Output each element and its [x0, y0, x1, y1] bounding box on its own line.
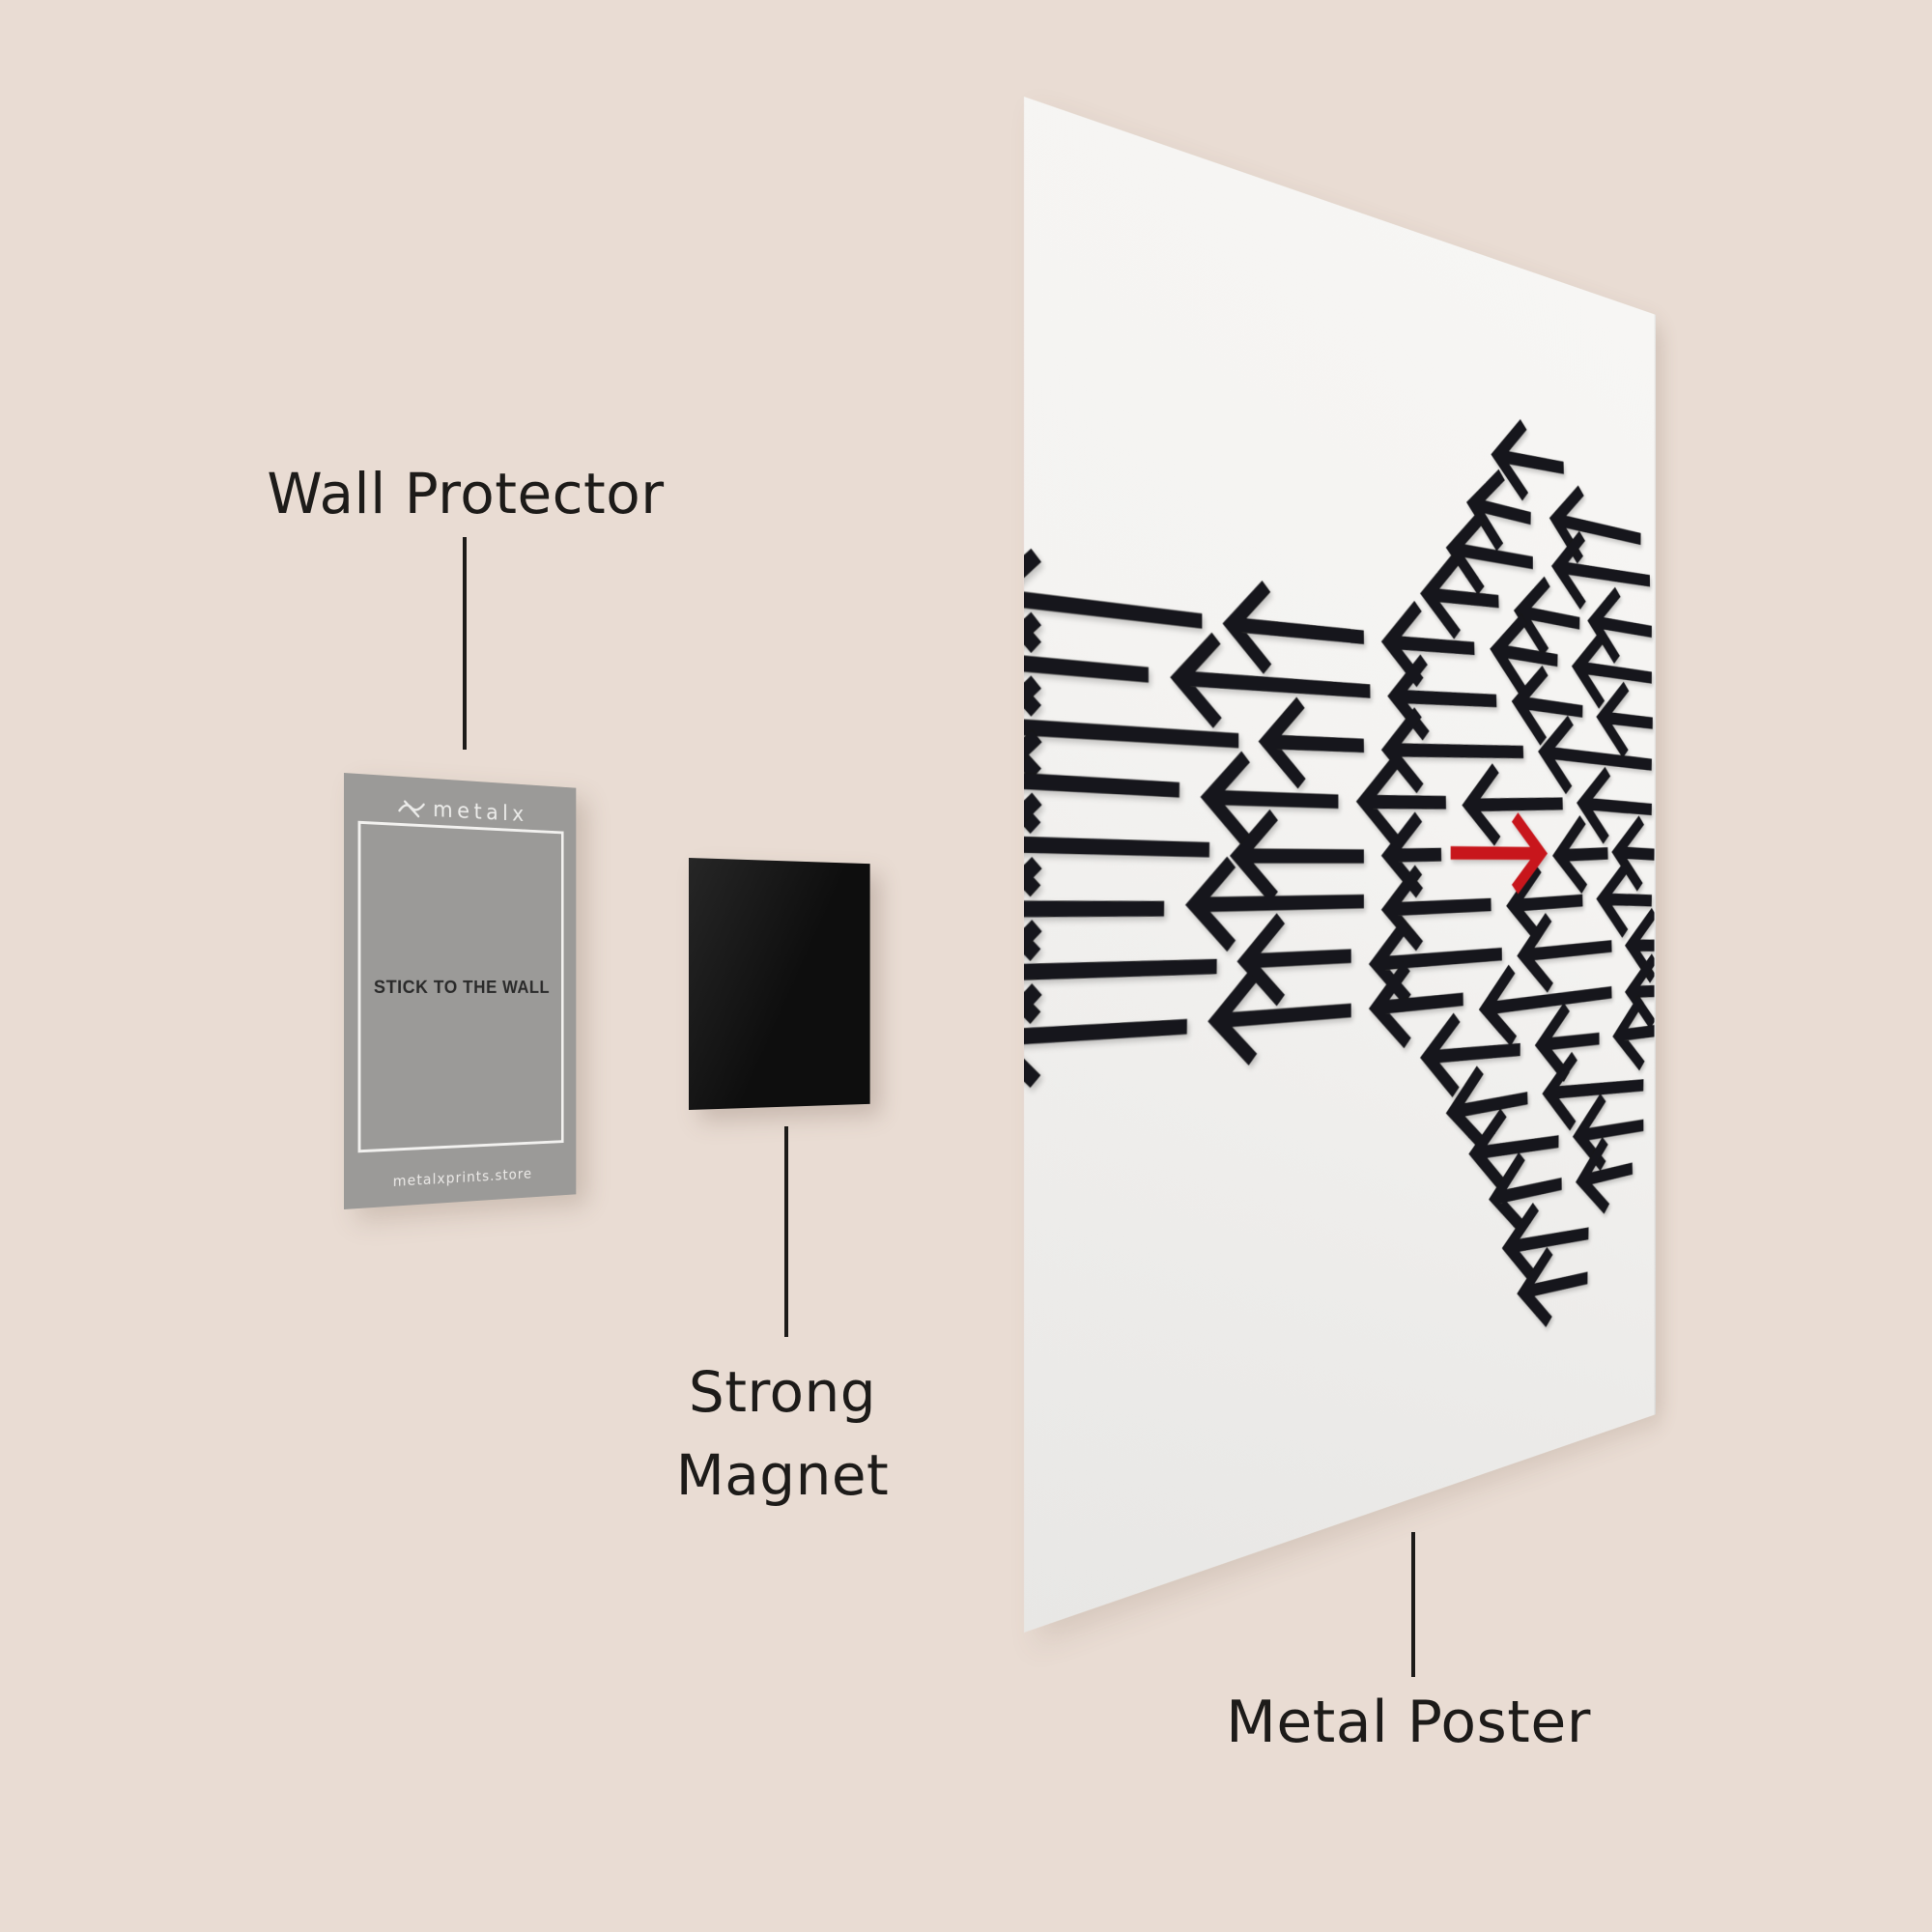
strong-magnet-label-line2: Magnet: [675, 1442, 890, 1508]
strong-magnet-label: Strong Magnet: [493, 1350, 1072, 1517]
strong-magnet-label-line1: Strong: [688, 1359, 877, 1425]
black-left-arrow: [1024, 678, 1238, 782]
black-left-arrow: [1024, 732, 1180, 833]
black-left-arrow: [1230, 582, 1365, 676]
card-footer-text: metalxprints.store: [392, 1165, 533, 1190]
black-left-arrow: [1521, 1243, 1587, 1328]
black-left-arrow: [1471, 467, 1531, 554]
black-left-arrow: [1024, 549, 1202, 664]
black-left-arrow: [1452, 511, 1533, 599]
black-left-arrow: [1208, 754, 1338, 841]
black-left-arrow: [1024, 797, 1210, 893]
black-left-arrow: [1577, 1092, 1643, 1171]
metal-poster: [1024, 97, 1657, 1633]
arrow-pattern-group: [1024, 286, 1655, 1474]
black-left-arrow: [1601, 683, 1653, 756]
black-left-arrow: [1506, 1199, 1589, 1284]
black-left-arrow: [1495, 418, 1564, 502]
black-left-arrow: [1521, 912, 1612, 991]
wall-protector-label: Wall Protector: [176, 452, 755, 535]
black-left-arrow: [1244, 917, 1351, 1004]
black-left-arrow: [1024, 924, 1217, 1020]
black-left-arrow: [1386, 603, 1475, 685]
strong-magnet: [689, 858, 870, 1110]
metal-poster-label-text: Metal Poster: [1226, 1689, 1591, 1756]
black-left-arrow: [1264, 700, 1364, 785]
card-brand-name: metalx: [433, 797, 528, 827]
black-left-arrow: [1237, 814, 1364, 898]
black-left-arrow: [1178, 635, 1371, 730]
poster-artwork: [1024, 97, 1655, 1633]
black-left-arrow: [1024, 613, 1149, 719]
wall-protector-pointer-line: [463, 537, 467, 750]
black-left-arrow: [1474, 1106, 1559, 1190]
black-left-arrow: [1386, 711, 1524, 788]
red-right-arrow: [1451, 815, 1543, 891]
metalx-logo-icon: [398, 798, 425, 818]
black-left-arrow: [1193, 862, 1364, 948]
black-left-arrow: [1024, 862, 1165, 955]
card-center-text: STICK TO THE WALL: [373, 978, 551, 998]
black-left-arrow: [1215, 971, 1351, 1064]
black-left-arrow: [1617, 998, 1655, 1070]
wall-protector-card: metalx STICK TO THE WALL metalxprints.st…: [344, 773, 577, 1209]
black-left-arrow: [1024, 983, 1187, 1085]
black-left-arrow: [1580, 769, 1652, 843]
black-left-arrow: [1466, 768, 1563, 842]
wall-protector-label-text: Wall Protector: [267, 461, 665, 526]
black-left-arrow: [1592, 587, 1652, 666]
black-left-arrow: [1516, 667, 1583, 747]
metal-poster-label: Metal Poster: [1119, 1681, 1698, 1764]
metal-poster-pointer-line: [1411, 1532, 1415, 1677]
strong-magnet-pointer-line: [784, 1126, 788, 1337]
